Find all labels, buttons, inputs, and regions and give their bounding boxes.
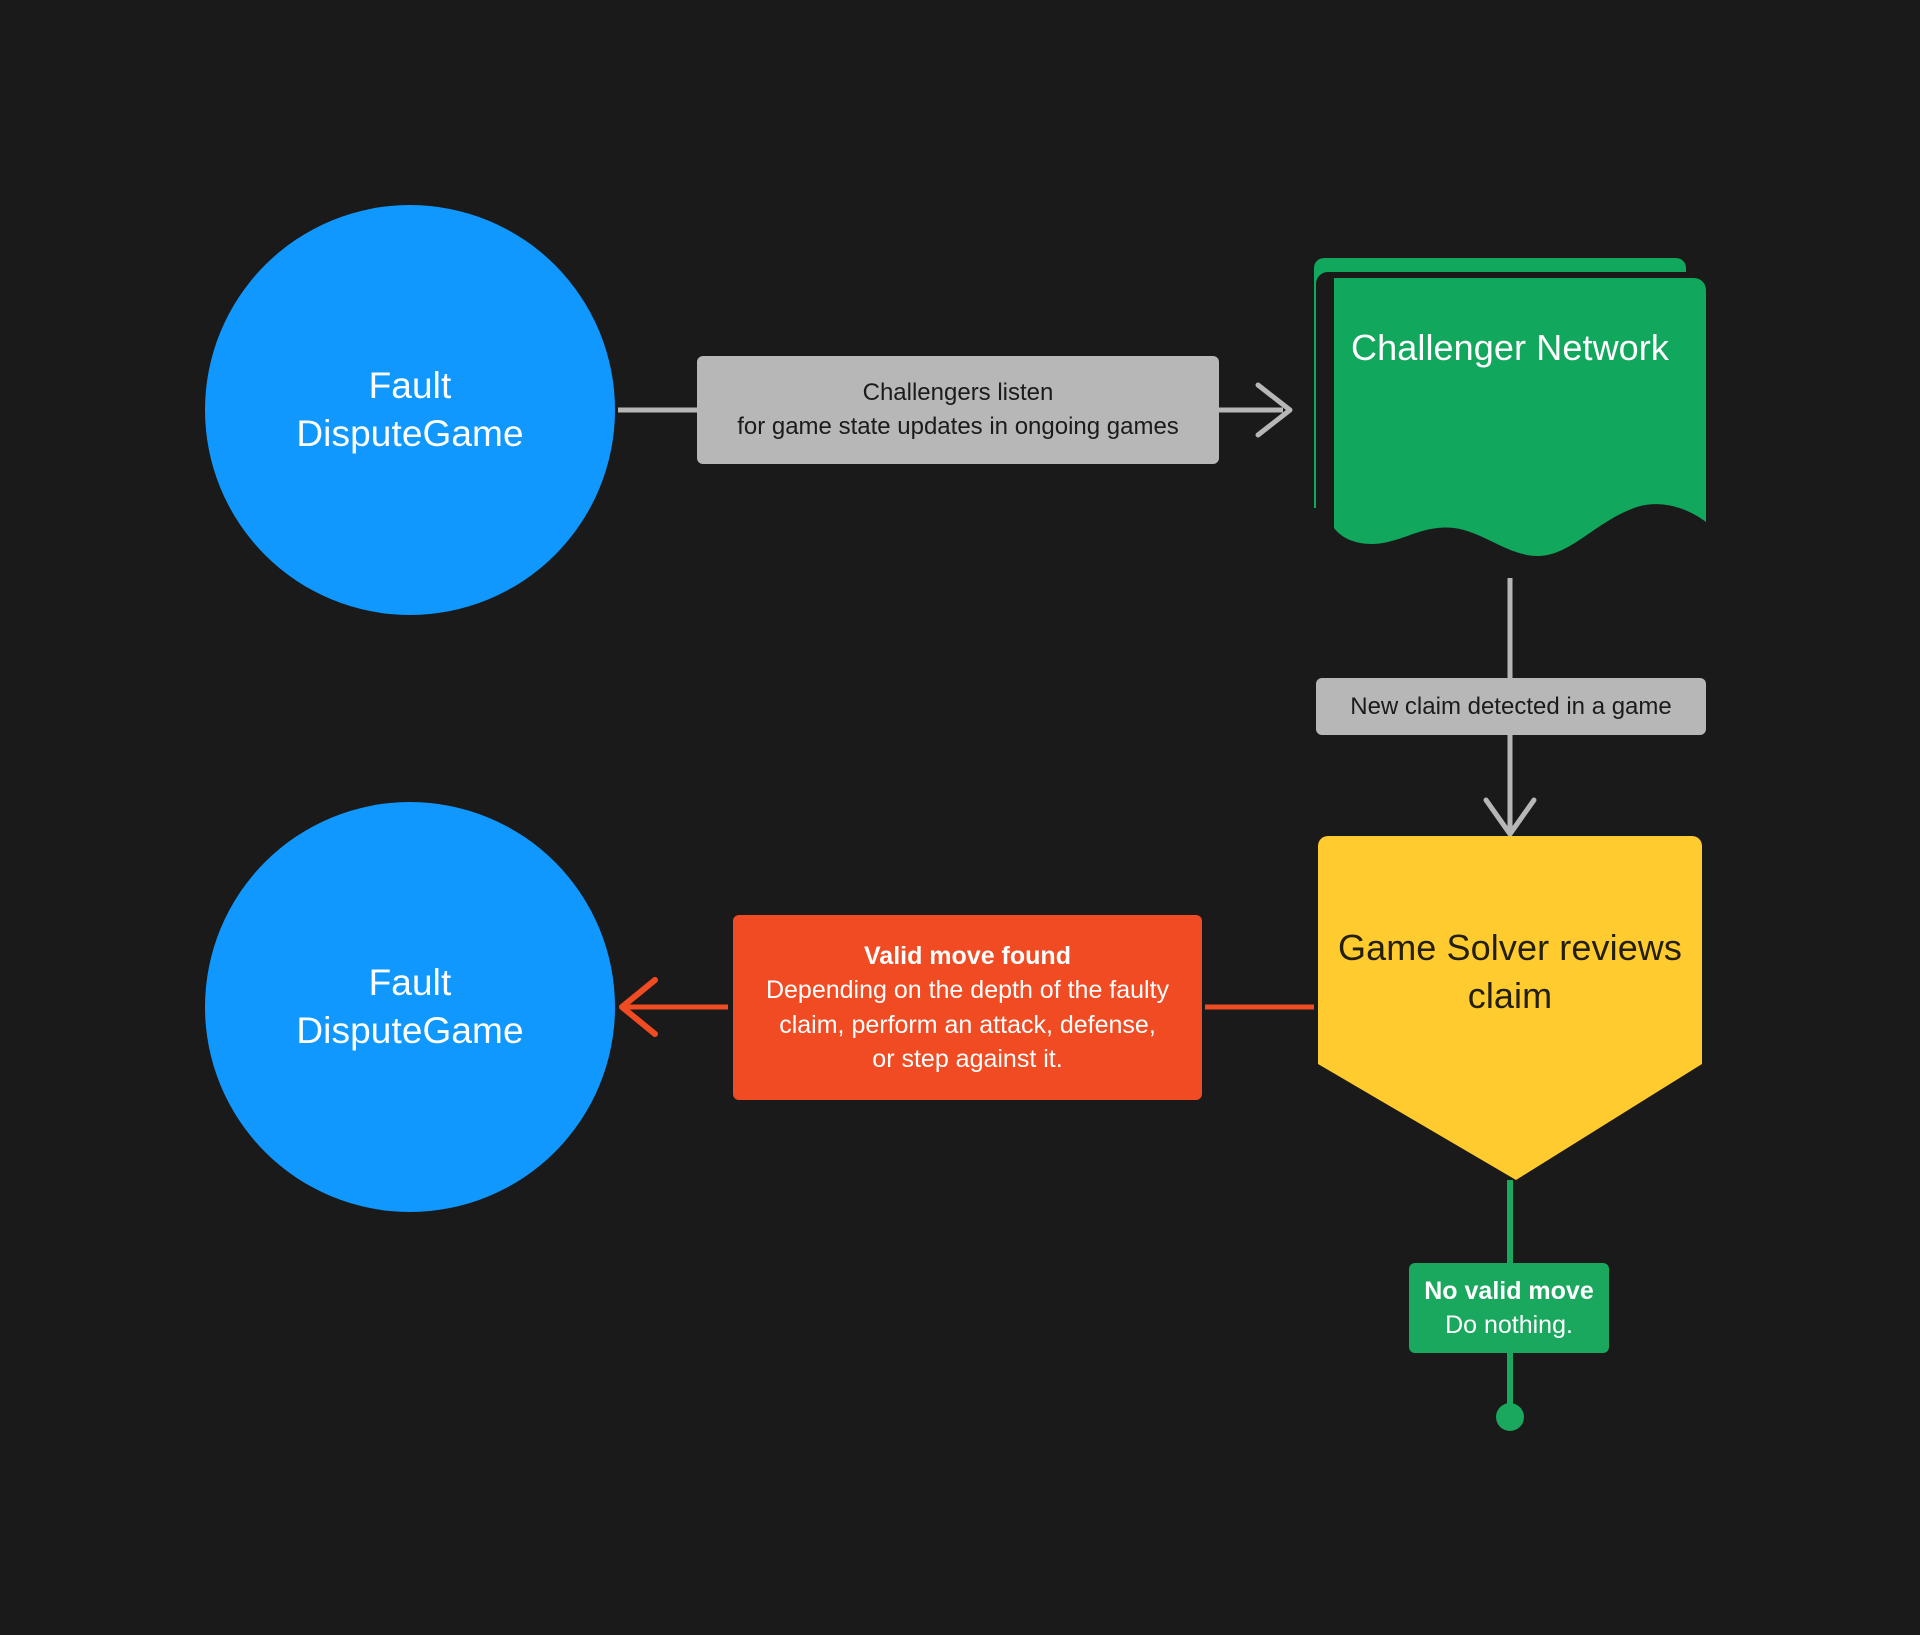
edge-label-title: No valid move <box>1424 1276 1594 1305</box>
node-label-line-2: DisputeGame <box>296 1010 524 1051</box>
edge-label-line-1: New claim detected in a game <box>1350 692 1672 720</box>
edge-challengers-listen <box>618 382 1293 438</box>
edge-label-line-1: Depending on the depth of the faulty <box>765 976 1170 1004</box>
node-label-line-1: Game Solver <box>1337 927 1550 968</box>
edge-label-no-valid-move: No valid move Do nothing. <box>1409 1263 1609 1353</box>
edge-label-new-claim-detected: New claim detected in a game <box>1316 678 1706 735</box>
edge-label-line-3: or step against it. <box>872 1045 1063 1073</box>
node-challenger-network-label: Challenger Network <box>1302 324 1718 372</box>
edge-label-line-1: Challengers listen <box>862 379 1054 407</box>
edge-label-line-1: Do nothing. <box>1445 1311 1573 1339</box>
node-label-line-2: DisputeGame <box>296 413 524 454</box>
node-game-solver-label: Game Solver reviews claim <box>1316 924 1704 1020</box>
node-label-line-2: reviews claim <box>1467 927 1683 1016</box>
edge-label-line-2: for game state updates in ongoing games <box>737 413 1179 440</box>
edge-label-line-2: claim, perform an attack, defense, <box>779 1010 1156 1039</box>
edge-label-title: Valid move found <box>864 941 1071 970</box>
node-fault-dispute-game-bottom[interactable]: Fault DisputeGame <box>205 802 615 1212</box>
edge-label-valid-move-found: Valid move found Depending on the depth … <box>733 915 1202 1100</box>
edge-new-claim-detected <box>1483 578 1537 837</box>
edge-label-challengers-listen: Challengers listen for game state update… <box>697 356 1219 464</box>
end-dot <box>1496 1403 1524 1431</box>
node-challenger-network[interactable]: Challenger Network <box>1302 246 1718 568</box>
node-label-line-1: Fault <box>368 364 452 406</box>
node-game-solver[interactable]: Game Solver reviews claim <box>1316 834 1704 1182</box>
node-label-line-1: Fault <box>368 961 452 1003</box>
edge-valid-move-found <box>619 977 1314 1037</box>
node-fault-dispute-game-top[interactable]: Fault DisputeGame <box>205 205 615 615</box>
node-label-line-2: Network <box>1536 327 1669 368</box>
node-label-line-1: Challenger <box>1351 327 1527 368</box>
multi-document-icon <box>1314 258 1712 556</box>
edge-no-valid-move <box>1496 1180 1524 1431</box>
shield-shape <box>1318 836 1702 1180</box>
